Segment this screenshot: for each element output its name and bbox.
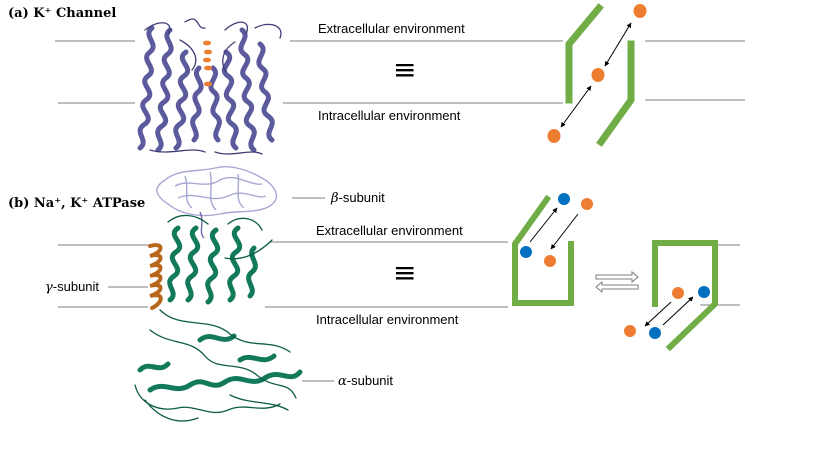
channel-wall-left: [565, 3, 604, 104]
pump1-arrow-na-up: [529, 207, 558, 243]
panel-a: [55, 3, 745, 155]
panel-a-extracellular-label: Extracellular environment: [318, 21, 465, 36]
k-ion-bottom: [547, 129, 561, 143]
beta-subunit-text: -subunit: [338, 190, 385, 205]
pump2-arrow-k-down: [644, 301, 672, 327]
beta-subunit-label: β-subunit: [331, 190, 385, 206]
panel-a-equivalence-symbol: ≡: [393, 53, 417, 86]
beta-symbol: β: [331, 191, 339, 206]
k-ions-pore: [203, 40, 212, 87]
pump2-k-ion-bottom: [624, 325, 636, 337]
alpha-subunit-structure: [134, 214, 303, 422]
pump-state-1: [512, 194, 574, 306]
state-equilibrium-arrows: [595, 270, 639, 294]
alpha-subunit-text: -subunit: [346, 373, 394, 388]
equilibrium-arrow-backward: [595, 280, 639, 294]
k-ion-pore-3: [203, 57, 211, 63]
panel-b-title: (b) Na⁺, K⁺ ATPase: [8, 196, 146, 211]
panel-b-intracellular-label: Intracellular environment: [316, 312, 459, 327]
pump1-k-ion-top: [581, 198, 593, 210]
pump2-arrow-na-up: [662, 296, 694, 326]
panel-b-extracellular-label: Extracellular environment: [316, 223, 463, 238]
panel-b: [58, 166, 740, 422]
gamma-subunit-text: -subunit: [52, 279, 100, 294]
gamma-subunit-structure: [148, 243, 163, 310]
k-ion-middle: [591, 68, 605, 82]
k-ion-pore-2: [204, 49, 212, 55]
panel-b-equivalence-symbol: ≡: [393, 256, 417, 289]
pump1-na-ion-bottom: [520, 246, 532, 258]
gamma-symbol: γ: [45, 280, 53, 295]
pump-state-2: [652, 240, 718, 352]
pump2-na-ion-top: [698, 286, 710, 298]
k-ion-pore-4: [204, 65, 212, 71]
panel-a-title: (a) K⁺ Channel: [8, 6, 117, 21]
k-ion-pore-5: [204, 81, 212, 87]
k-transport-arrow-lower: [560, 85, 592, 128]
pump1-wall-left: [512, 194, 574, 306]
k-channel-structure: [137, 18, 282, 155]
beta-subunit-structure: [156, 166, 278, 239]
k-transport-arrow-upper: [604, 22, 632, 67]
channel-wall-right: [596, 40, 635, 147]
panel-a-intracellular-label: Intracellular environment: [318, 108, 461, 123]
pump1-k-ion-bottom: [544, 255, 556, 267]
pump1-arrow-k-down: [550, 213, 579, 250]
pump2-na-ion-bottom: [649, 327, 661, 339]
alpha-subunit-label: α-subunit: [338, 373, 393, 389]
k-ion-top: [633, 4, 647, 18]
pump1-na-ion-top: [558, 193, 570, 205]
pump2-wall-top: [652, 240, 718, 352]
pump2-k-ion-top: [672, 287, 684, 299]
k-ion-pore-1: [203, 40, 211, 46]
alpha-symbol: α: [338, 374, 347, 389]
gamma-subunit-label: γ-subunit: [45, 279, 99, 295]
equilibrium-arrow-forward: [595, 270, 639, 284]
